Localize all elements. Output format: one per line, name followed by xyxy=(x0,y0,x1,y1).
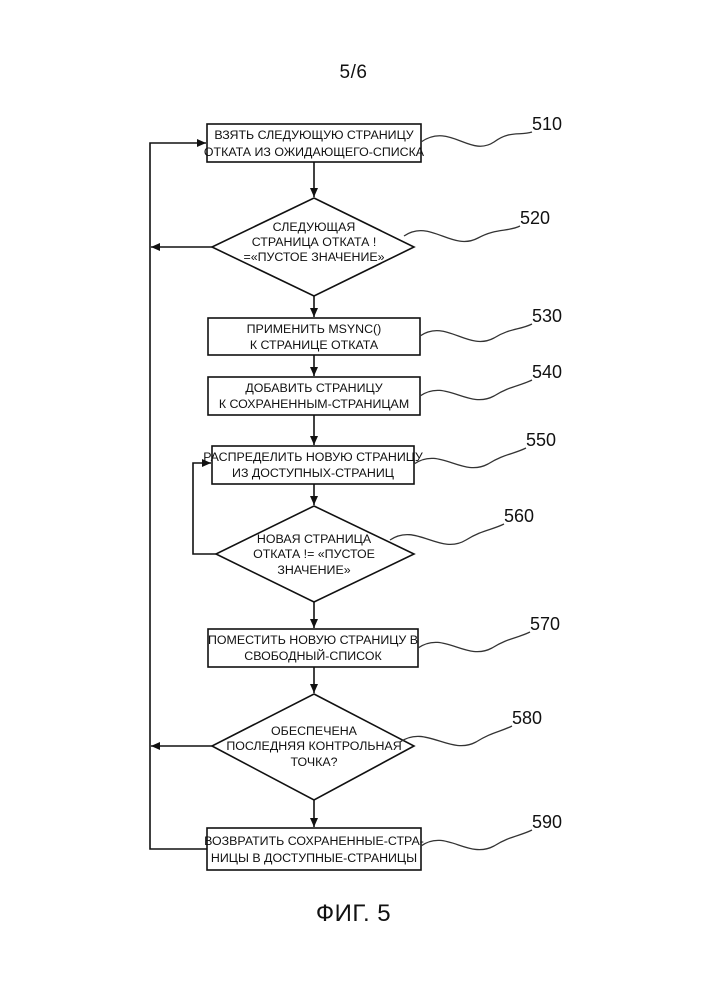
step-580-line-3: ТОЧКА? xyxy=(290,755,337,769)
step-510-line-1: ВЗЯТЬ СЛЕДУЮЩУЮ СТРАНИЦУ xyxy=(214,128,413,142)
step-550-line-1: РАСПРЕДЕЛИТЬ НОВУЮ СТРАНИЦУ xyxy=(203,450,423,464)
step-540-line-2: К СОХРАНЕННЫМ-СТРАНИЦАМ xyxy=(219,397,409,411)
step-570-line-1: ПОМЕСТИТЬ НОВУЮ СТРАНИЦУ В xyxy=(208,633,418,647)
ref-label-560: 560 xyxy=(504,506,534,526)
step-520-line-1: СЛЕДУЮЩАЯ xyxy=(273,220,356,234)
ref-label-550: 550 xyxy=(526,430,556,450)
step-580-line-1: ОБЕСПЕЧЕНА xyxy=(271,724,358,738)
step-590-line-1: ВОЗВРАТИТЬ СОХРАНЕННЫЕ-СТРА- xyxy=(204,834,424,848)
figure-caption: ФИГ. 5 xyxy=(0,900,707,928)
leader-590 xyxy=(421,830,532,850)
ref-label-540: 540 xyxy=(532,362,562,382)
step-560: НОВАЯ СТРАНИЦА ОТКАТА != «ПУСТОЕ ЗНАЧЕНИ… xyxy=(216,506,414,602)
ref-label-590: 590 xyxy=(532,812,562,832)
leader-560 xyxy=(390,524,504,544)
step-510: ВЗЯТЬ СЛЕДУЮЩУЮ СТРАНИЦУ ОТКАТА ИЗ ОЖИДА… xyxy=(204,124,425,162)
leader-580 xyxy=(400,726,512,746)
step-590-line-2: НИЦЫ В ДОСТУПНЫЕ-СТРАНИЦЫ xyxy=(211,851,417,865)
step-580-line-2: ПОСЛЕДНЯЯ КОНТРОЛЬНАЯ xyxy=(226,739,401,753)
leader-530 xyxy=(420,324,532,341)
step-560-line-3: ЗНАЧЕНИЕ» xyxy=(277,563,350,577)
leader-510 xyxy=(421,132,532,146)
leader-520 xyxy=(404,226,520,241)
step-520: СЛЕДУЮЩАЯ СТРАНИЦА ОТКАТА ! =«ПУСТОЕ ЗНА… xyxy=(212,198,414,296)
ref-label-510: 510 xyxy=(532,114,562,134)
step-540-line-1: ДОБАВИТЬ СТРАНИЦУ xyxy=(245,381,382,395)
step-560-line-1: НОВАЯ СТРАНИЦА xyxy=(257,532,372,546)
loop-590-to-510 xyxy=(150,143,207,849)
step-530-line-2: К СТРАНИЦЕ ОТКАТА xyxy=(250,338,379,352)
step-560-line-2: ОТКАТА != «ПУСТОЕ xyxy=(253,547,375,561)
leader-540 xyxy=(420,380,532,400)
step-530-line-1: ПРИМЕНИТЬ MSYNC() xyxy=(247,322,382,336)
step-520-line-3: =«ПУСТОЕ ЗНАЧЕНИЕ» xyxy=(243,250,384,264)
step-510-line-2: ОТКАТА ИЗ ОЖИДАЮЩЕГО-СПИСКА xyxy=(204,145,425,159)
leader-570 xyxy=(418,632,530,652)
ref-label-570: 570 xyxy=(530,614,560,634)
step-580: ОБЕСПЕЧЕНА ПОСЛЕДНЯЯ КОНТРОЛЬНАЯ ТОЧКА? xyxy=(212,694,414,800)
step-590: ВОЗВРАТИТЬ СОХРАНЕННЫЕ-СТРА- НИЦЫ В ДОСТ… xyxy=(204,828,424,870)
step-550-line-2: ИЗ ДОСТУПНЫХ-СТРАНИЦ xyxy=(232,466,394,480)
step-540: ДОБАВИТЬ СТРАНИЦУ К СОХРАНЕННЫМ-СТРАНИЦА… xyxy=(208,377,420,415)
step-550: РАСПРЕДЕЛИТЬ НОВУЮ СТРАНИЦУ ИЗ ДОСТУПНЫХ… xyxy=(203,446,423,484)
step-520-line-2: СТРАНИЦА ОТКАТА ! xyxy=(252,235,377,249)
leader-550 xyxy=(414,448,526,468)
step-530: ПРИМЕНИТЬ MSYNC() К СТРАНИЦЕ ОТКАТА xyxy=(208,318,420,355)
ref-label-530: 530 xyxy=(532,306,562,326)
ref-label-520: 520 xyxy=(520,208,550,228)
step-570-line-2: СВОБОДНЫЙ-СПИСОК xyxy=(244,648,382,663)
ref-label-580: 580 xyxy=(512,708,542,728)
step-570: ПОМЕСТИТЬ НОВУЮ СТРАНИЦУ В СВОБОДНЫЙ-СПИ… xyxy=(208,629,418,667)
